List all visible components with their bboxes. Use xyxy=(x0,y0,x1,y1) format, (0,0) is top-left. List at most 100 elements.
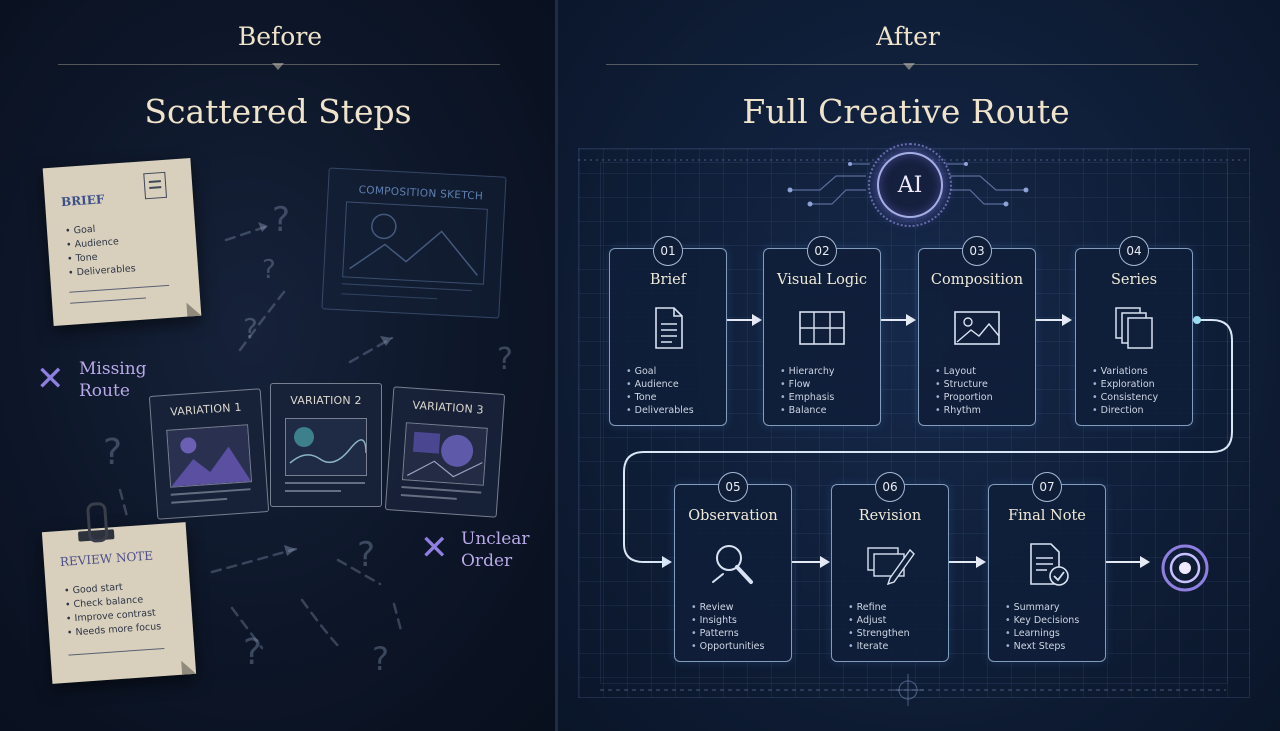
step-number: 02 xyxy=(807,236,837,266)
step-number: 03 xyxy=(962,236,992,266)
image-frame-icon xyxy=(954,311,1000,345)
list-item: Refine xyxy=(848,601,910,614)
list-item: Direction xyxy=(1092,404,1158,417)
unclear-order-line: Unclear xyxy=(461,529,530,549)
list-item: Key Decisions xyxy=(1005,614,1080,627)
step-title: Revision xyxy=(858,508,922,524)
step-number: 05 xyxy=(718,472,748,502)
variation-card-1: VARIATION 1 xyxy=(148,388,270,520)
cross-icon: ✕ xyxy=(36,359,65,399)
pencil-layers-icon xyxy=(867,547,915,586)
list-item: Exploration xyxy=(1092,378,1158,391)
list-item: Emphasis xyxy=(780,391,835,404)
step-bullets: Hierarchy Flow Emphasis Balance xyxy=(780,365,835,417)
step-card-visual-logic: 02 Visual Logic Hierarchy Flow Emphasis … xyxy=(763,236,881,426)
question-mark: ? xyxy=(262,255,276,285)
after-rule xyxy=(606,64,1198,65)
variation-frame xyxy=(166,424,253,488)
list-item: Structure xyxy=(935,378,993,391)
ai-ring xyxy=(868,143,952,227)
list-item: Audience xyxy=(626,378,694,391)
step-title: Composition xyxy=(930,272,1024,288)
variation-card-3: VARIATION 3 xyxy=(384,386,506,518)
step-card-composition: 03 Composition Layout Structure Proporti… xyxy=(918,236,1036,426)
variation-frame xyxy=(285,418,367,476)
step-title: Brief xyxy=(649,272,687,288)
list-item: Consistency xyxy=(1092,391,1158,404)
step-bullets: Refine Adjust Strengthen Iterate xyxy=(848,601,910,653)
list-item: Goal xyxy=(626,365,694,378)
cross-icon: ✕ xyxy=(420,528,449,568)
list-item: Layout xyxy=(935,365,993,378)
list-item: Review xyxy=(691,601,764,614)
checked-document-icon xyxy=(1030,543,1069,586)
composition-sketch-card: COMPOSITION SKETCH xyxy=(321,167,507,319)
wave-chart-icon xyxy=(286,419,366,475)
step-bullets: Summary Key Decisions Learnings Next Ste… xyxy=(1005,601,1080,653)
before-caret xyxy=(272,63,284,70)
question-mark: ? xyxy=(103,432,123,473)
step-bullets: Goal Audience Tone Deliverables xyxy=(626,365,694,417)
document-icon xyxy=(655,307,683,349)
target-icon xyxy=(1161,544,1209,592)
unclear-order-label: Unclear Order xyxy=(461,528,530,572)
list-item: Summary xyxy=(1005,601,1079,614)
variation-card-2: VARIATION 2 xyxy=(270,383,382,507)
step-title: Series xyxy=(1110,272,1158,288)
list-item: Rhythm xyxy=(935,404,993,417)
unclear-order-line: Order xyxy=(461,551,513,571)
question-mark: ? xyxy=(272,200,291,240)
list-item: Proportion xyxy=(935,391,993,404)
list-item: Balance xyxy=(780,404,835,417)
list-item: Strengthen xyxy=(848,627,910,640)
after-label: After xyxy=(876,22,940,51)
step-card-revision: 06 Revision Refine Adjust Strengthen Ite… xyxy=(831,472,949,662)
list-item: Iterate xyxy=(848,640,910,653)
step-card-observation: 05 Observation Review Insights Patterns … xyxy=(674,472,792,662)
list-item: Learnings xyxy=(1005,627,1079,640)
question-mark: ? xyxy=(357,535,376,575)
scattered-connectors xyxy=(118,222,404,650)
caption-line xyxy=(285,490,341,492)
abstract-shapes-icon xyxy=(403,423,487,485)
step-title: Visual Logic xyxy=(777,272,867,288)
question-mark: ? xyxy=(372,640,389,678)
before-label: Before xyxy=(237,22,323,51)
panel-divider xyxy=(555,0,558,731)
list-item: Patterns xyxy=(691,627,764,640)
question-mark: ? xyxy=(497,342,513,377)
list-item: Variations xyxy=(1092,365,1158,378)
list-item: Opportunities xyxy=(691,640,765,653)
list-item: Hierarchy xyxy=(780,365,835,378)
missing-route-label: Missing Route xyxy=(79,358,147,402)
step-bullets: Layout Structure Proportion Rhythm xyxy=(935,365,993,417)
caption-line xyxy=(285,482,365,484)
step-title: Final Note xyxy=(1008,508,1086,524)
step-number: 01 xyxy=(653,236,683,266)
stacked-pages-icon xyxy=(1115,307,1153,349)
before-title: Scattered Steps xyxy=(144,92,412,131)
step-title: Observation xyxy=(688,508,778,524)
step-number: 04 xyxy=(1119,236,1149,266)
sketch-frame xyxy=(342,201,488,285)
step-card-brief: 01 Brief Goal Audience Tone Deliverables xyxy=(609,236,727,426)
variation-label: VARIATION 2 xyxy=(290,394,362,407)
after-title: Full Creative Route xyxy=(742,92,1070,131)
step-card-final-note: 07 Final Note Summary Key Decisions Lear… xyxy=(988,472,1106,662)
list-item: Flow xyxy=(780,378,835,391)
list-item: Adjust xyxy=(848,614,910,627)
landscape-icon xyxy=(167,425,251,487)
landscape-icon xyxy=(349,213,478,276)
grid-layout-icon xyxy=(799,311,845,345)
missing-route-line: Route xyxy=(79,381,130,401)
list-item: Tone xyxy=(626,391,694,404)
question-mark: ? xyxy=(243,632,263,673)
variation-frame xyxy=(401,422,488,486)
step-bullets: Review Insights Patterns Opportunities xyxy=(691,601,765,653)
after-caret xyxy=(903,63,915,70)
step-number: 07 xyxy=(1032,472,1062,502)
list-item: Insights xyxy=(691,614,764,627)
question-mark: ? xyxy=(243,312,258,345)
magnifier-icon xyxy=(712,545,753,584)
